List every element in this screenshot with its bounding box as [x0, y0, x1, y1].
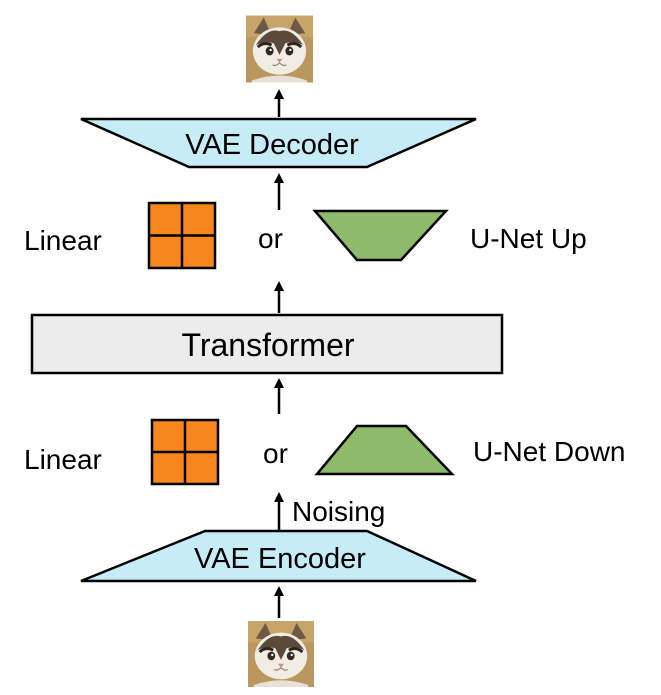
transformer-box [30, 313, 504, 375]
cat-photo-icon [248, 620, 314, 688]
unet-up-shape [312, 209, 449, 262]
vae-decoder-shape [80, 117, 477, 169]
top-linear-label: Linear [24, 225, 102, 256]
noising-label: Noising [292, 496, 385, 527]
bottom-or-label: or [263, 438, 288, 469]
cat-photo-icon [246, 15, 313, 83]
output-cat-image [246, 15, 313, 83]
vae-encoder-label: VAE Encoder [194, 543, 366, 575]
bottom-linear-grid [150, 418, 220, 486]
input-cat-image [248, 620, 314, 688]
unet-down-label: U-Net Down [473, 436, 625, 467]
bottom-linear-label: Linear [24, 444, 102, 475]
vae-encoder-block: VAE Encoder [80, 529, 477, 583]
vae-decoder-block: VAE Decoder [80, 117, 477, 169]
vae-decoder-label: VAE Decoder [185, 129, 359, 161]
transformer-label: Transformer [181, 327, 354, 363]
unet-up-label: U-Net Up [470, 223, 587, 254]
top-linear-grid [147, 201, 217, 270]
unet-down-shape [314, 424, 455, 476]
vae-encoder-shape [80, 529, 477, 583]
transformer-block: Transformer [30, 313, 504, 375]
top-or-label: or [258, 223, 283, 254]
